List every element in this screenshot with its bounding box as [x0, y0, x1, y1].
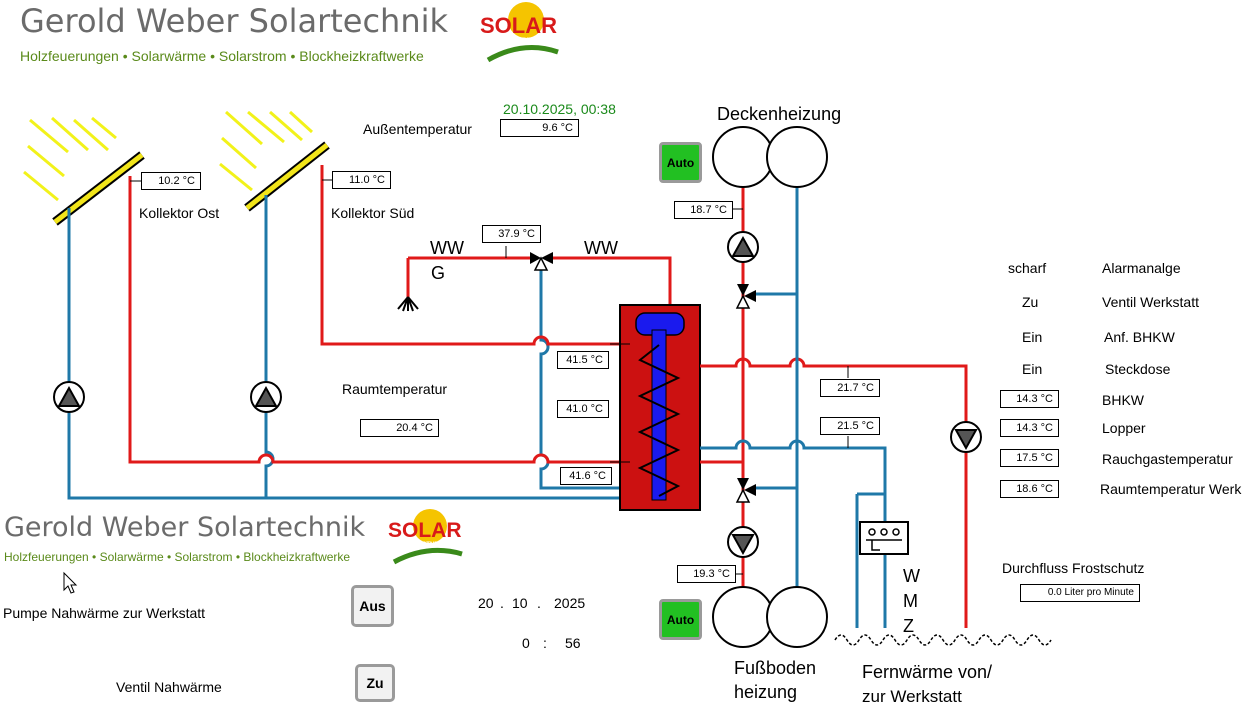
valve-icon — [735, 284, 756, 503]
room-temp-value: 20.4 °C — [360, 419, 439, 437]
date-sep-2: . — [537, 595, 541, 611]
date-day: 20 — [478, 595, 494, 611]
collector-south-temp: 11.0 °C — [332, 171, 391, 189]
tank-temp-top: 41.5 °C — [557, 351, 609, 369]
sensor-ticks — [130, 179, 849, 575]
collector-east-label: Kollektor Ost — [139, 205, 220, 221]
ceiling-heating-temp: 18.7 °C — [674, 201, 733, 219]
status-label-alarm: Alarmanalge — [1102, 260, 1181, 276]
district-caption-line1: Fernwärme von/ — [862, 662, 993, 682]
time-minute: 56 — [565, 635, 581, 651]
storage-tank — [619, 304, 701, 511]
solar-flow-lines — [128, 165, 672, 464]
current-datetime: 20.10.2025, 00:38 — [503, 101, 616, 117]
valve-icon — [505, 246, 553, 271]
status-label-valve: Ventil Werkstatt — [1102, 294, 1200, 310]
shower-head-icon — [397, 296, 419, 312]
frost-flow-value: 0.0 Liter pro Minute — [1020, 584, 1140, 602]
time-hour: 0 — [522, 635, 530, 651]
status-label-socket: Steckdose — [1105, 361, 1171, 377]
cursor-icon — [63, 571, 78, 594]
wmz-letter-z: Z — [903, 616, 914, 636]
district-supply-temp: 21.7 °C — [820, 379, 880, 397]
logo-text-second: SOLAR — [388, 519, 462, 542]
status-state-alarm: scharf — [1008, 260, 1047, 276]
solar-partner-logo: SOLAR PARTNER — [478, 0, 568, 70]
collector-south-label: Kollektor Süd — [331, 205, 415, 221]
status-state-bhkw: Ein — [1022, 329, 1043, 345]
outdoor-temp-label: Außentemperatur — [363, 121, 472, 137]
hot-water-label-left: WW — [430, 238, 464, 258]
logo-sub: PARTNER — [508, 38, 537, 44]
status-label-bhkw: Anf. BHKW — [1104, 329, 1175, 345]
time-sep: : — [543, 635, 547, 651]
outdoor-temp-value: 9.6 °C — [500, 119, 579, 137]
wmz-letter-m: M — [903, 591, 918, 611]
sun-ray-icon — [23, 110, 314, 202]
date-year: 2025 — [554, 595, 586, 611]
brand-subtitle: Holzfeuerungen • Solarwärme • Solarstrom… — [20, 48, 424, 64]
room-temp-label: Raumtemperatur — [342, 381, 448, 397]
floor-heating-temp: 19.3 °C — [677, 565, 736, 583]
ground-line — [834, 634, 1052, 646]
date-month: 10 — [512, 595, 528, 611]
radiator-icon — [712, 126, 828, 648]
logo-sub-second: PARTNER — [414, 542, 443, 548]
temp-value-bhkw: 14.3 °C — [1000, 390, 1059, 408]
temp-value-workshop: 18.6 °C — [1000, 480, 1059, 498]
district-return-temp: 21.5 °C — [820, 417, 880, 435]
status-state-valve: Zu — [1022, 294, 1039, 310]
valve-control-label: Ventil Nahwärme — [116, 679, 222, 695]
brand-subtitle-second: Holzfeuerungen • Solarwärme • Solarstrom… — [4, 550, 351, 564]
status-state-socket: Ein — [1022, 361, 1043, 377]
floor-heating-auto-button[interactable]: Auto — [659, 599, 702, 640]
brand-title: Gerold Weber Solartechnik — [20, 2, 449, 40]
tank-temp-bottom: 41.6 °C — [560, 467, 612, 485]
wmz-letter-w: W — [903, 566, 920, 586]
valve-closed-button[interactable]: Zu — [355, 664, 395, 702]
hot-water-label-g: G — [431, 263, 446, 283]
frost-flow-label: Durchfluss Frostschutz — [1002, 560, 1145, 576]
ceiling-heating-auto-button[interactable]: Auto — [659, 142, 702, 183]
temp-label-flue: Rauchgastemperatur — [1102, 451, 1233, 467]
pump-icon — [53, 231, 982, 558]
floor-heating-title-line2: heizung — [734, 682, 798, 702]
heat-meter-icon — [859, 521, 909, 555]
temp-value-lopper: 14.3 °C — [1000, 419, 1059, 437]
logo-text: SOLAR — [480, 13, 557, 38]
brand-title-second: Gerold Weber Solartechnik — [4, 512, 366, 543]
floor-heating-title-line1: Fußboden — [734, 658, 817, 678]
collector-south — [244, 141, 330, 212]
temp-label-lopper: Lopper — [1102, 420, 1146, 436]
heating-return-lines — [700, 184, 887, 628]
district-caption-line2: zur Werkstatt — [862, 687, 962, 706]
pump-off-button[interactable]: Aus — [351, 585, 394, 627]
collector-east-temp: 10.2 °C — [141, 172, 201, 190]
hot-water-temp: 37.9 °C — [482, 225, 541, 243]
date-sep-1: . — [500, 595, 504, 611]
solar-partner-logo-second: SOLAR PARTNER — [386, 506, 470, 572]
temp-label-workshop: Raumtemperatur Werk — [1100, 481, 1242, 497]
temp-label-bhkw: BHKW — [1102, 392, 1144, 408]
pump-control-label: Pumpe Nahwärme zur Werkstatt — [3, 605, 206, 621]
temp-value-flue: 17.5 °C — [1000, 449, 1059, 467]
hot-water-label-right: WW — [584, 238, 618, 258]
tank-temp-middle: 41.0 °C — [557, 400, 609, 418]
ceiling-heating-title: Deckenheizung — [717, 104, 842, 124]
